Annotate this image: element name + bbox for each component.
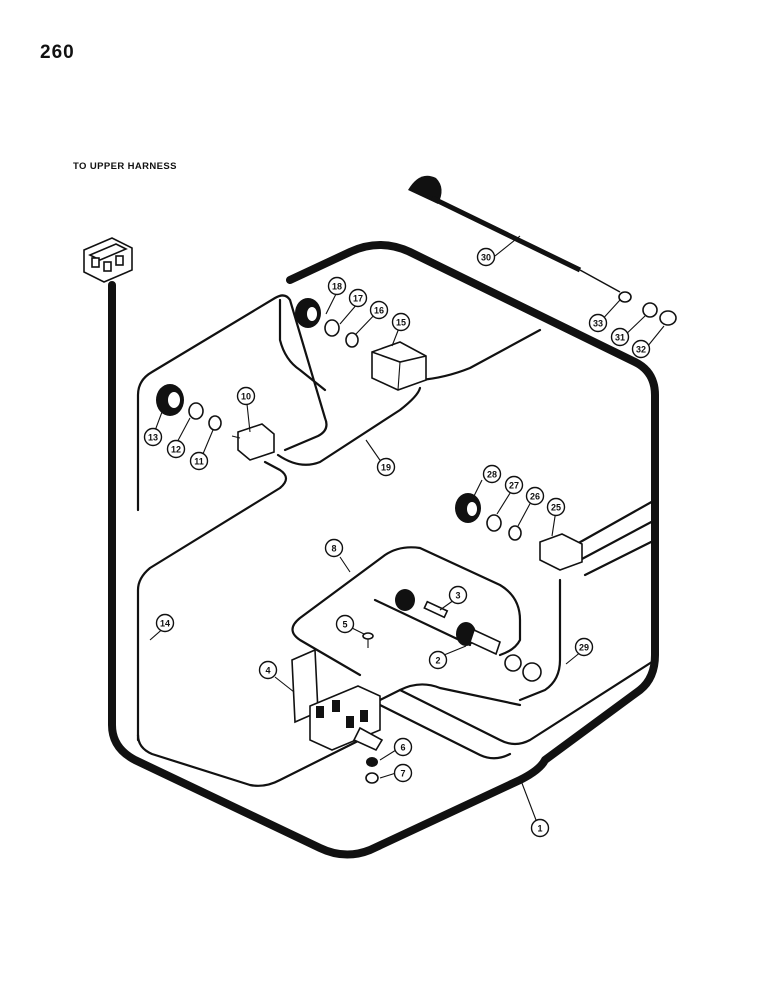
wire-upper-connector (278, 298, 327, 392)
nut-32 (659, 310, 677, 326)
washer-16 (345, 332, 359, 348)
callout-2: 2 (428, 650, 448, 670)
page-number: 260 (40, 42, 75, 63)
callout-28: 28 (482, 464, 502, 484)
svg-text:17: 17 (353, 294, 363, 304)
svg-text:30: 30 (481, 253, 491, 263)
svg-text:31: 31 (615, 333, 625, 343)
callout-27: 27 (504, 475, 524, 495)
callout-18: 18 (327, 276, 347, 296)
switch-15 (371, 341, 427, 391)
svg-text:29: 29 (579, 643, 589, 653)
svg-text:8: 8 (331, 544, 336, 554)
callout-7: 7 (393, 763, 413, 783)
callout-26: 26 (525, 486, 545, 506)
svg-text:2: 2 (435, 656, 440, 666)
callout-13: 13 (143, 427, 163, 447)
washer-27 (486, 514, 502, 532)
wire-lower-right-b (378, 703, 512, 760)
svg-text:15: 15 (396, 318, 406, 328)
svg-text:27: 27 (509, 481, 519, 491)
knob-28 (455, 493, 481, 523)
callout-33: 33 (588, 313, 608, 333)
svg-text:12: 12 (171, 445, 181, 455)
callout-14: 14 (155, 613, 175, 633)
callout-6: 6 (393, 737, 413, 757)
wire-8 (291, 546, 522, 677)
choke-cable-30 (408, 175, 621, 293)
svg-text:33: 33 (593, 319, 603, 329)
svg-text:11: 11 (194, 457, 204, 467)
nut-33 (618, 291, 632, 303)
washer-11 (208, 415, 222, 431)
svg-text:5: 5 (342, 620, 347, 630)
knob-13 (156, 384, 184, 416)
svg-text:7: 7 (400, 769, 405, 779)
callout-11: 11 (189, 451, 209, 471)
callout-29: 29 (574, 637, 594, 657)
fuse-3 (423, 600, 449, 619)
svg-text:28: 28 (487, 470, 497, 480)
callout-17: 17 (348, 288, 368, 308)
nut-6 (366, 757, 378, 767)
upper-harness-connector (83, 237, 133, 290)
washer-26 (508, 525, 522, 541)
main-harness-loop (108, 241, 659, 859)
svg-text:3: 3 (455, 591, 460, 601)
svg-text:1: 1 (537, 824, 542, 834)
nut-7 (365, 772, 379, 784)
callout-12: 12 (166, 439, 186, 459)
upper-harness-label: TO UPPER HARNESS (73, 161, 177, 172)
svg-text:19: 19 (381, 463, 391, 473)
wire-lower-right-a (398, 658, 657, 746)
callout-4: 4 (258, 660, 278, 680)
svg-text:4: 4 (265, 666, 270, 676)
fuse-holder-2 (456, 622, 501, 656)
svg-text:14: 14 (160, 619, 170, 629)
washer-17 (324, 319, 340, 337)
svg-text:32: 32 (636, 345, 646, 355)
callout-30: 30 (476, 247, 496, 267)
fuse-washer-a (504, 654, 522, 672)
terminal-block-4 (291, 648, 384, 752)
switch-10 (231, 423, 275, 461)
switch-25 (539, 533, 583, 571)
washer-31 (642, 302, 658, 318)
callout-31: 31 (610, 327, 630, 347)
callout-10: 10 (236, 386, 256, 406)
wire-bundle-right-2 (578, 518, 657, 562)
svg-text:18: 18 (332, 282, 342, 292)
wire-lower-left (136, 733, 372, 787)
wire-to-switch-15 (418, 328, 542, 382)
callout-16: 16 (369, 300, 389, 320)
callout-3: 3 (448, 585, 468, 605)
wire-29 (518, 578, 562, 702)
callout-1: 1 (530, 818, 550, 838)
fuse-cap (395, 589, 415, 611)
wire-bundle-right (573, 498, 657, 547)
fuse-washer-b (522, 662, 542, 682)
callout-32: 32 (631, 339, 651, 359)
svg-text:26: 26 (530, 492, 540, 502)
screw-5 (362, 632, 374, 648)
svg-text:13: 13 (148, 433, 158, 443)
knob-18 (295, 298, 321, 328)
svg-text:10: 10 (241, 392, 251, 402)
callout-5: 5 (335, 614, 355, 634)
wire-bundle-right-3 (583, 538, 657, 577)
wire-19 (276, 386, 422, 466)
callout-8: 8 (324, 538, 344, 558)
svg-text:16: 16 (374, 306, 384, 316)
wire-fuse-holder (373, 598, 472, 647)
wire-center-loop (318, 683, 522, 732)
callout-19: 19 (376, 457, 396, 477)
callout-25: 25 (546, 497, 566, 517)
wire-left-switch-down (136, 460, 288, 742)
callout-15: 15 (391, 312, 411, 332)
svg-text:6: 6 (400, 743, 405, 753)
wire-upper-left (136, 294, 328, 512)
svg-text:25: 25 (551, 503, 561, 513)
washer-12 (188, 402, 204, 420)
